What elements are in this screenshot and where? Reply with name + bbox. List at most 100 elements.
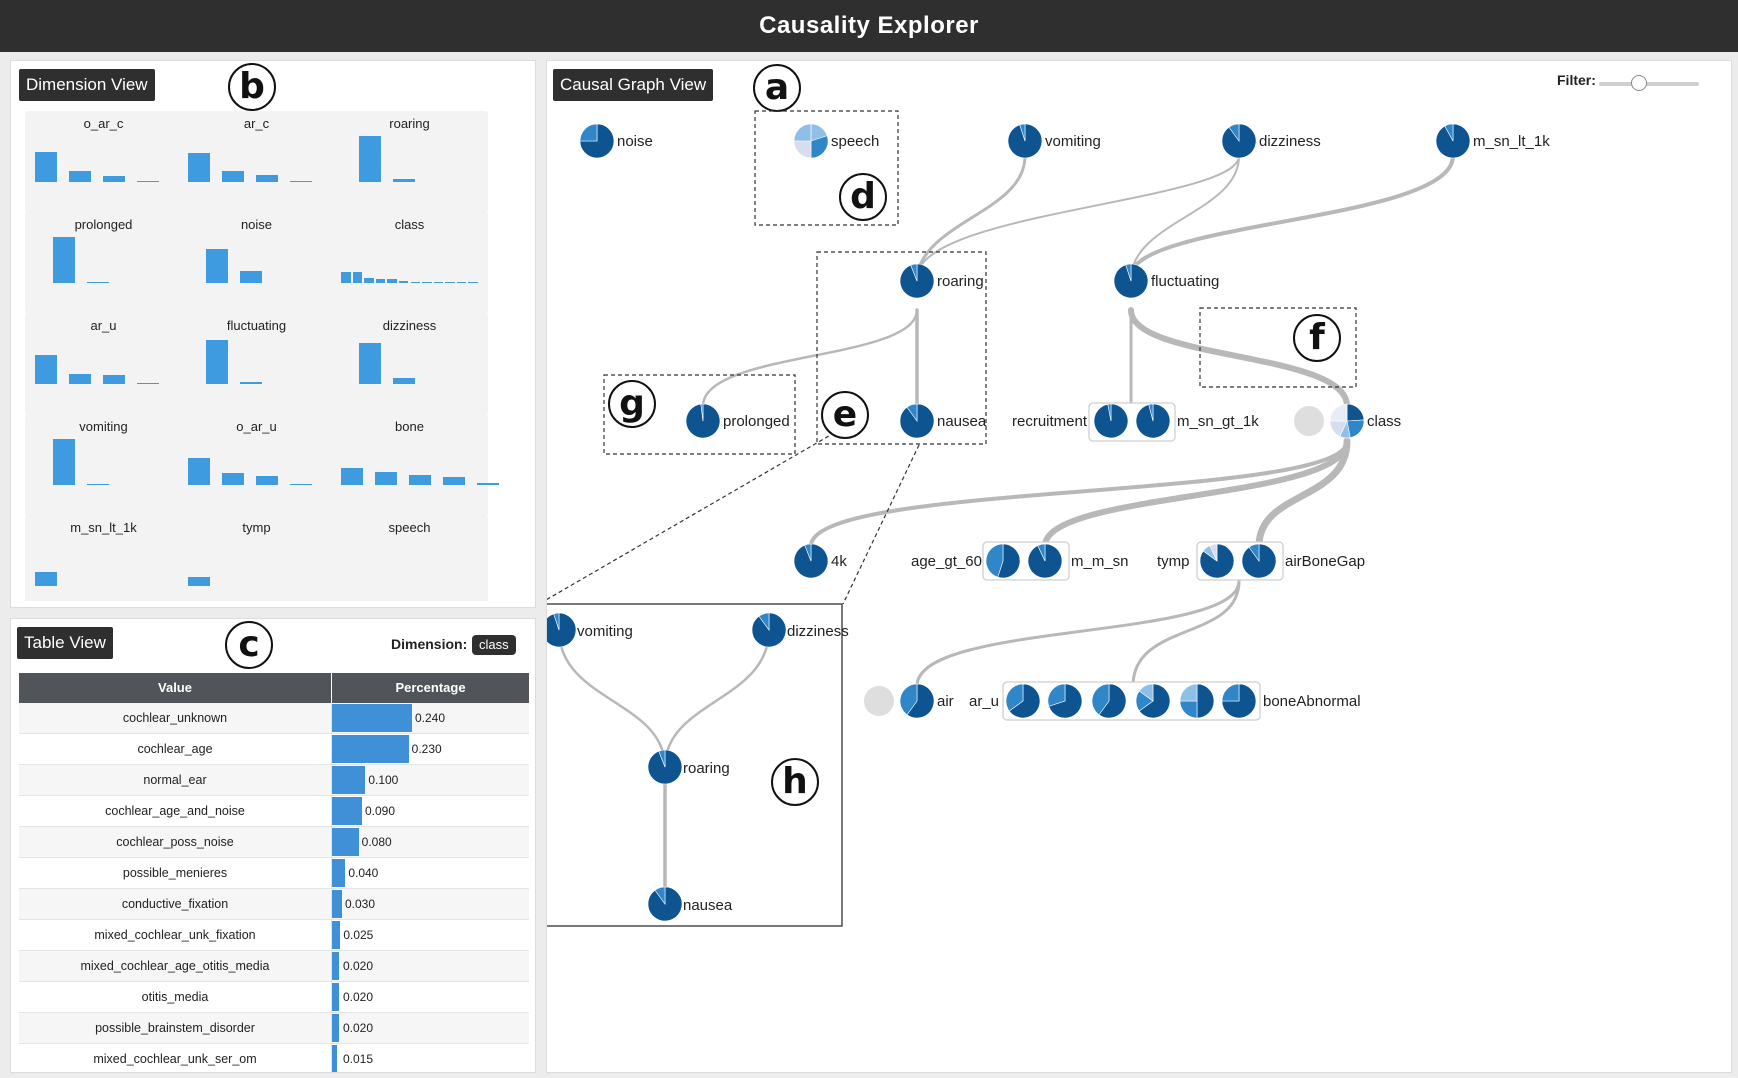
inset-node-roaring[interactable]	[647, 749, 683, 785]
distribution-bar	[443, 476, 465, 485]
cell-value: normal_ear	[19, 765, 332, 795]
node-noise[interactable]	[579, 123, 615, 159]
dimension-card[interactable]: noise	[178, 212, 335, 314]
node-ar-u-4[interactable]	[1135, 683, 1171, 719]
dimension-card[interactable]: dizziness	[331, 313, 488, 415]
node-dizziness[interactable]	[1221, 123, 1257, 159]
dimension-card[interactable]: prolonged	[25, 212, 182, 314]
node-air-empty[interactable]	[864, 686, 894, 716]
node-air[interactable]	[899, 683, 935, 719]
node-roaring[interactable]	[899, 263, 935, 299]
distribution-bar	[256, 174, 278, 182]
dimension-card[interactable]: o_ar_u	[178, 414, 335, 516]
distribution-bar	[375, 278, 386, 283]
cell-percentage: 0.090	[332, 796, 529, 826]
dimension-card[interactable]: fluctuating	[178, 313, 335, 415]
node-ar-u-3[interactable]	[1091, 683, 1127, 719]
distribution-bar	[35, 355, 57, 384]
dimension-card[interactable]: m_sn_lt_1k	[25, 515, 182, 601]
node-ar-u-2[interactable]	[1047, 683, 1083, 719]
node-speech[interactable]	[793, 123, 829, 159]
node-class-empty[interactable]	[1294, 406, 1324, 436]
percentage-bar	[332, 704, 412, 732]
dimension-card[interactable]: roaring	[331, 111, 488, 213]
dimension-card[interactable]: vomiting	[25, 414, 182, 516]
distribution-bar	[188, 153, 210, 182]
node-tymp[interactable]	[1199, 543, 1235, 579]
app-title: Causality Explorer	[0, 0, 1738, 52]
label-speech: speech	[831, 133, 879, 150]
inset-node-nausea[interactable]	[647, 886, 683, 922]
distribution-bar	[341, 467, 363, 485]
node-nausea[interactable]	[899, 403, 935, 439]
zoom-line-right	[842, 444, 920, 605]
inset-node-vomiting[interactable]	[547, 612, 577, 648]
node-ar-u-5[interactable]	[1179, 683, 1215, 719]
node-4k[interactable]	[793, 543, 829, 579]
cell-percentage: 0.020	[332, 982, 529, 1012]
dimension-card[interactable]: ar_c	[178, 111, 335, 213]
node-vomiting[interactable]	[1007, 123, 1043, 159]
inset-node-dizziness[interactable]	[751, 612, 787, 648]
dimension-card-name: ar_u	[90, 318, 117, 333]
cell-percentage: 0.080	[332, 827, 529, 857]
cell-value: otitis_media	[19, 982, 332, 1012]
column-header-percentage[interactable]: Percentage	[395, 680, 466, 695]
dimension-card[interactable]: ar_u	[25, 313, 182, 415]
node-m-m-sn[interactable]	[1027, 543, 1063, 579]
node-age-gt-60[interactable]	[985, 543, 1021, 579]
marker-d: d	[839, 173, 887, 221]
node-recruitment[interactable]	[1093, 403, 1129, 439]
dimension-card[interactable]: class	[331, 212, 488, 314]
annotation-box-d	[754, 110, 899, 226]
dimension-card[interactable]: speech	[331, 515, 488, 601]
node-prolonged[interactable]	[685, 403, 721, 439]
filter-slider-handle[interactable]	[1631, 75, 1647, 91]
dimension-card-name: speech	[388, 520, 431, 535]
dimension-card[interactable]: bone	[331, 414, 499, 516]
edge-class-mmsn	[1042, 438, 1350, 549]
causal-graph-view-label: Causal Graph View	[553, 69, 714, 101]
edge-msnlt1k-fluctuating	[1129, 154, 1455, 277]
node-ar-u-1[interactable]	[1005, 683, 1041, 719]
node-fluctuating[interactable]	[1113, 263, 1149, 299]
percentage-text: 0.090	[365, 804, 396, 818]
cell-percentage: 0.015	[332, 1044, 529, 1072]
node-class[interactable]	[1329, 403, 1365, 439]
column-header-value[interactable]: Value	[19, 673, 332, 703]
distribution-bar	[240, 381, 262, 384]
node-m-sn-gt-1k[interactable]	[1135, 403, 1171, 439]
label-dizziness: dizziness	[1259, 133, 1321, 150]
edge-class-4k	[809, 439, 1349, 548]
edge-tymp-air	[915, 579, 1241, 688]
node-m-sn-lt-1k[interactable]	[1435, 123, 1471, 159]
node-boneabnormal[interactable]	[1221, 683, 1257, 719]
label-fluctuating: fluctuating	[1151, 273, 1219, 290]
label-class: class	[1367, 413, 1401, 430]
dimension-card[interactable]: tymp	[178, 515, 335, 601]
marker-f: f	[1293, 314, 1341, 362]
filter-slider[interactable]	[1599, 82, 1699, 86]
distribution-bar	[103, 374, 125, 384]
distribution-bar	[364, 278, 374, 283]
dimension-card[interactable]: o_ar_c	[25, 111, 182, 213]
label-4k: 4k	[831, 553, 847, 570]
causal-graph-panel: Causal Graph View a Filter:	[546, 60, 1732, 1073]
table-view-panel: Table View c Dimension: class Value Perc…	[10, 618, 536, 1073]
dimension-selector-badge[interactable]: class	[472, 635, 516, 655]
node-airbonegap[interactable]	[1241, 543, 1277, 579]
